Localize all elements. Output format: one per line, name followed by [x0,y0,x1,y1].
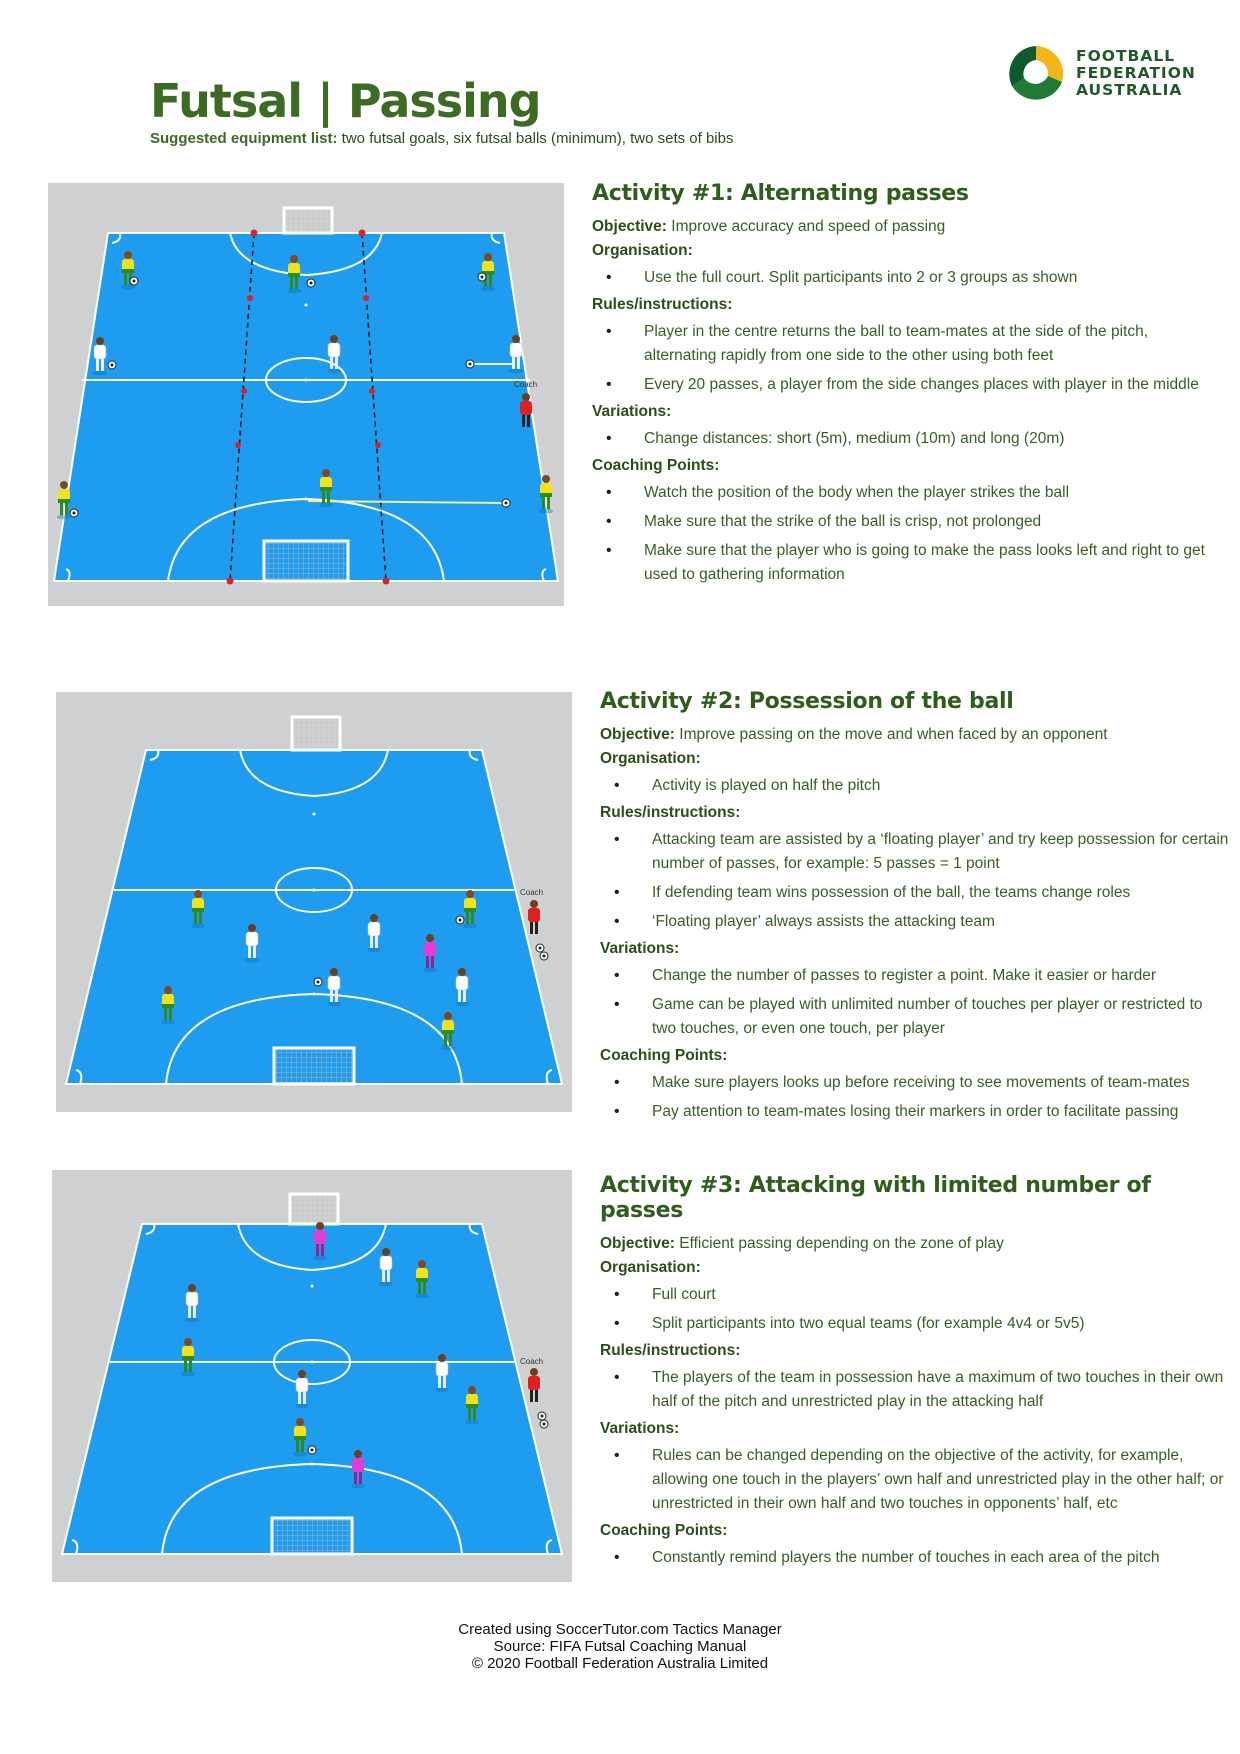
activity-3-organisation-label: Organisation: [600,1259,701,1276]
objective-label: Objective: [600,726,675,743]
list-item: Full court [600,1283,1230,1307]
list-item: If defending team wins possession of the… [600,881,1230,905]
activity-1-variations-label: Variations: [592,403,672,420]
list-item: ‘Floating player’ always assists the att… [600,910,1230,934]
activity-1-variations-list: Change distances: short (5m), medium (10… [592,427,1222,451]
logo-line-1: FOOTBALL [1076,47,1176,65]
activity-3: Activity #3: Attacking with limited numb… [600,1173,1230,1575]
activity-3-rules-list: The players of the team in possession ha… [600,1366,1230,1414]
activity-2-variations-list: Change the number of passes to register … [600,964,1230,1041]
equipment-label: Suggested equipment list: [150,130,338,147]
activity-2-diagram: Coach [56,692,572,1112]
footer-line-2: Source: FIFA Futsal Coaching Manual [493,1638,747,1655]
list-item: Make sure that the strike of the ball is… [592,510,1222,534]
activity-3-rules-label: Rules/instructions: [600,1342,741,1359]
activity-3-organisation-list: Full court Split participants into two e… [600,1283,1230,1336]
list-item: Change the number of passes to register … [600,964,1230,988]
footer-line-3: © 2020 Football Federation Australia Lim… [471,1655,769,1672]
activity-2-variations-label: Variations: [600,940,680,957]
list-item: The players of the team in possession ha… [600,1366,1230,1414]
list-item: Every 20 passes, a player from the side … [592,373,1222,397]
objective-text: Efficient passing depending on the zone … [674,1235,1004,1252]
logo-line-3: AUSTRALIA [1076,81,1183,99]
objective-label: Objective: [592,218,667,235]
list-item: Rules can be changed depending on the ob… [600,1444,1230,1516]
list-item: Make sure that the player who is going t… [592,539,1222,587]
activity-3-variations-label: Variations: [600,1420,680,1437]
coach-label: Coach [514,380,537,389]
equipment-list: Suggested equipment list: two futsal goa… [150,130,734,147]
ffa-logo-text: FOOTBALL FEDERATION AUSTRALIA [1076,48,1196,99]
list-item: Change distances: short (5m), medium (10… [592,427,1222,451]
list-item: Game can be played with unlimited number… [600,993,1230,1041]
activity-3-coaching-label: Coaching Points: [600,1522,728,1539]
footer: Created using SoccerTutor.com Tactics Ma… [0,1621,1240,1672]
activity-1-organisation-label: Organisation: [592,242,693,259]
logo-line-2: FEDERATION [1076,64,1196,82]
list-item: Player in the centre returns the ball to… [592,320,1222,368]
activity-3-variations-list: Rules can be changed depending on the ob… [600,1444,1230,1516]
activity-3-diagram: Coach [52,1170,572,1582]
activity-2-coaching-list: Make sure players looks up before receiv… [600,1071,1230,1124]
list-item: Make sure players looks up before receiv… [600,1071,1230,1095]
activity-2-rules-list: Attacking team are assisted by a ‘floati… [600,828,1230,934]
list-item: Pay attention to team-mates losing their… [600,1100,1230,1124]
activity-1-objective: Objective: Improve accuracy and speed of… [592,218,1222,236]
activity-1-rules-label: Rules/instructions: [592,296,733,313]
list-item: Constantly remind players the number of … [600,1546,1230,1570]
activity-2-title: Activity #2: Possession of the ball [600,689,1014,714]
activity-3-coaching-list: Constantly remind players the number of … [600,1546,1230,1570]
activity-1-title: Activity #1: Alternating passes [592,181,969,206]
list-item: Watch the position of the body when the … [592,481,1222,505]
activity-2-coaching-label: Coaching Points: [600,1047,728,1064]
activity-2-objective: Objective: Improve passing on the move a… [600,726,1230,744]
coach-label: Coach [520,1357,543,1366]
activity-1-coaching-list: Watch the position of the body when the … [592,481,1222,587]
activity-1: Activity #1: Alternating passes Objectiv… [592,181,1222,592]
activity-2-organisation-list: Activity is played on half the pitch [600,774,1230,798]
activity-1-organisation-list: Use the full court. Split participants i… [592,266,1222,290]
activity-2-rules-label: Rules/instructions: [600,804,741,821]
footer-line-1: Created using SoccerTutor.com Tactics Ma… [458,1621,782,1638]
list-item: Split participants into two equal teams … [600,1312,1230,1336]
objective-text: Improve passing on the move and when fac… [674,726,1108,743]
activity-1-coaching-label: Coaching Points: [592,457,720,474]
list-item: Activity is played on half the pitch [600,774,1230,798]
activity-3-title: Activity #3: Attacking with limited numb… [600,1173,1151,1223]
list-item: Attacking team are assisted by a ‘floati… [600,828,1230,876]
coach-label: Coach [520,888,543,897]
ffa-logo-icon [1009,46,1064,100]
objective-text: Improve accuracy and speed of passing [666,218,946,235]
activity-1-rules-list: Player in the centre returns the ball to… [592,320,1222,397]
ffa-logo: FOOTBALL FEDERATION AUSTRALIA [1004,42,1196,106]
activity-1-diagram: Coach [48,183,564,606]
activity-3-objective: Objective: Efficient passing depending o… [600,1235,1230,1253]
page-title: Futsal | Passing [150,74,542,128]
objective-label: Objective: [600,1235,675,1252]
list-item: Use the full court. Split participants i… [592,266,1222,290]
equipment-text: two futsal goals, six futsal balls (mini… [337,130,734,147]
activity-2-organisation-label: Organisation: [600,750,701,767]
activity-2: Activity #2: Possession of the ball Obje… [600,689,1230,1129]
